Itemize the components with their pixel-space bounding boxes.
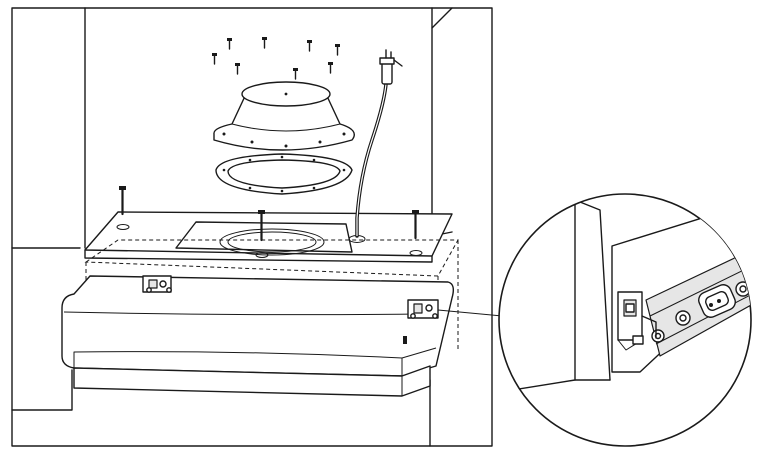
- duct-cutout: [175, 221, 353, 253]
- small-screw: [227, 38, 232, 50]
- mounting-bracket-front: [142, 275, 172, 293]
- hood-side-switch: [403, 336, 407, 344]
- long-screw-right: [412, 210, 419, 240]
- small-screw: [235, 63, 240, 75]
- screw-hole-center: [255, 252, 269, 258]
- collar-base-line: [231, 123, 341, 132]
- outer-border: [11, 7, 493, 447]
- plug-body: [381, 61, 393, 85]
- plug-ground: [393, 59, 403, 67]
- detail-tab: [632, 335, 644, 345]
- hood-front-crease: [63, 311, 419, 316]
- mounting-bracket-side: [407, 299, 439, 319]
- cutout-ring-inner: [227, 231, 317, 253]
- hood-bottom-lip: [73, 351, 403, 376]
- plug-head: [379, 57, 395, 65]
- screw-hole-left: [116, 224, 130, 230]
- mounting-screws-small: [212, 37, 340, 80]
- small-screw: [262, 37, 267, 49]
- long-screw-center: [258, 210, 265, 242]
- screw-hole-right: [409, 250, 423, 256]
- cabinet-frame: [11, 7, 493, 447]
- right-wall-top: [431, 7, 453, 29]
- flange-gasket: [215, 153, 353, 195]
- small-screw: [328, 62, 333, 74]
- small-screw: [293, 68, 298, 80]
- small-screw: [335, 44, 340, 56]
- mounting-screws-long: [119, 186, 419, 242]
- duct-collar: [213, 81, 355, 151]
- detail-magnifier: [498, 193, 752, 447]
- range-hood: [61, 239, 459, 397]
- detail-cabinet-side: [574, 199, 611, 381]
- cabinet-bottom-panel: [84, 211, 453, 263]
- small-screw: [212, 53, 217, 65]
- collar-center-dot: [284, 92, 288, 96]
- cutout-ring: [219, 228, 325, 256]
- small-screw: [307, 40, 312, 52]
- left-lower-wall: [11, 369, 73, 411]
- hood-front-panel: [61, 275, 455, 377]
- bottom-panel-front: [84, 249, 433, 263]
- gasket-inner: [227, 159, 341, 189]
- collar-body: [213, 86, 355, 151]
- long-screw-left: [119, 186, 126, 216]
- power-cord: [355, 49, 403, 238]
